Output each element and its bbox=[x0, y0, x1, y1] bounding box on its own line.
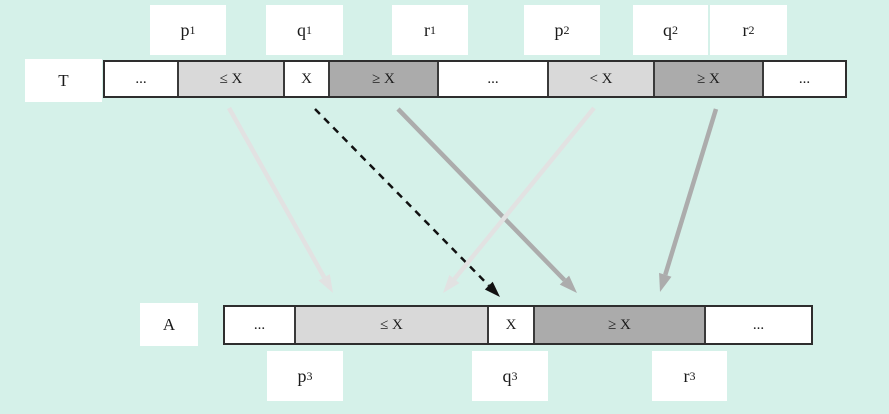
pointer-base: p bbox=[554, 19, 564, 40]
cell-pivot-x: X bbox=[283, 62, 328, 96]
cell-ellipsis: ... bbox=[225, 307, 294, 343]
cell-pivot-x: X bbox=[487, 307, 533, 343]
pointer-base: q bbox=[663, 19, 672, 40]
cell-ellipsis: ... bbox=[762, 62, 845, 96]
cell-ellipsis: ... bbox=[437, 62, 547, 96]
arrow-t-pivot-to-a-pivot bbox=[314, 108, 500, 297]
arrow-t-geq1-to-a-geq bbox=[396, 107, 577, 293]
cell-ellipsis: ... bbox=[704, 307, 811, 343]
pointer-base: r bbox=[683, 365, 690, 386]
array-label-A: A bbox=[140, 303, 198, 346]
pointer-base: q bbox=[502, 365, 512, 386]
cell-leq-x: ≤ X bbox=[294, 307, 487, 343]
array-T: ... ≤ X X ≥ X ... < X ≥ X ... bbox=[103, 60, 847, 98]
pointer-base: p bbox=[180, 19, 190, 40]
arrow-t-lt-to-a-leq bbox=[443, 106, 596, 293]
pointer-base: p bbox=[297, 365, 307, 386]
cell-geq-x: ≥ X bbox=[653, 62, 762, 96]
array-A: ... ≤ X X ≥ X ... bbox=[223, 305, 813, 345]
pointer-base: r bbox=[424, 19, 430, 40]
cell-lt-x: < X bbox=[547, 62, 653, 96]
arrow-t-geq2-to-a-geq bbox=[659, 108, 719, 292]
cell-geq-x: ≥ X bbox=[533, 307, 704, 343]
cell-ellipsis: ... bbox=[105, 62, 177, 96]
arrow-t-leq-to-a-leq bbox=[227, 106, 333, 293]
pointer-base: q bbox=[297, 19, 306, 40]
array-label-T: T bbox=[25, 59, 102, 102]
cell-geq-x: ≥ X bbox=[328, 62, 437, 96]
cell-leq-x: ≤ X bbox=[177, 62, 283, 96]
pointer-base: r bbox=[742, 19, 749, 40]
